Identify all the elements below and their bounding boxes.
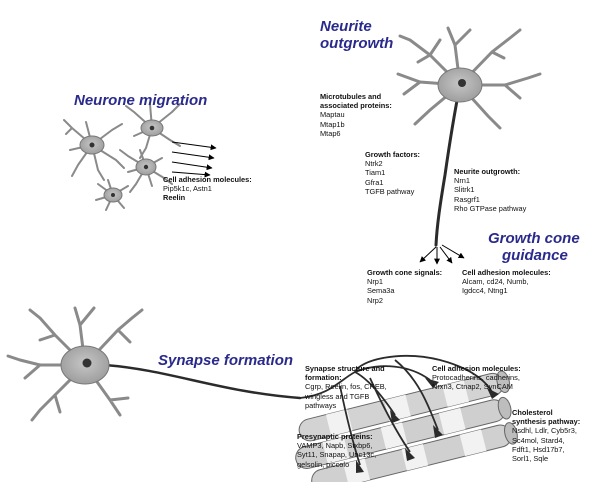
presynaptic-heading: Presynaptic proteins: bbox=[297, 432, 373, 441]
migration-arrow-2 bbox=[171, 151, 215, 161]
presynaptic-block: Presynaptic proteins: VAMP3, Napb, Stxbp… bbox=[297, 432, 376, 469]
guidance-adhesion-gene: Igdcc4, Ntng1 bbox=[462, 286, 508, 296]
migrating-neuron-a bbox=[63, 119, 125, 181]
migration-arrow-4 bbox=[171, 171, 211, 178]
growth-cone-guidance-title-line2: guidance bbox=[502, 247, 568, 264]
synapse-adhesion-gene: Protocadherins, cadherins, bbox=[432, 373, 520, 383]
cholesterol-heading-line1: Cholesterol bbox=[512, 408, 553, 417]
migration-arrow-3 bbox=[171, 161, 213, 171]
synapse-structure-gene: wingless and TGFB bbox=[305, 391, 370, 401]
neurite-outgrowth-gene: Rho GTPase pathway bbox=[454, 203, 527, 213]
neurite-outgrowth-title-line2: outgrowth bbox=[320, 35, 394, 52]
cholesterol-gene: Nsdhl, Ldlr, Cyb5r3, bbox=[512, 426, 577, 436]
cholesterol-heading-line2: synthesis pathway: bbox=[512, 417, 581, 427]
growth-factors-gene: Tiam1 bbox=[365, 168, 386, 178]
neurite-outgrowth-gene: Nrn1 bbox=[454, 176, 471, 186]
presynaptic-gene: VAMP3, Napb, Stxbp6, bbox=[297, 441, 373, 451]
cholesterol-gene: Sorl1, Sqle bbox=[512, 454, 549, 464]
migration-adhesion-block: Cell adhesion molecules: Pip5k1c, Astn1 … bbox=[163, 175, 252, 203]
migration-adhesion-heading: Cell adhesion molecules: bbox=[163, 175, 252, 184]
neurite-outgrowth-title-line1: Neurite bbox=[320, 18, 372, 35]
neurite-outgrowth-block: Neurite outgrowth: Nrn1 Slitrk1 Rasgrf1 … bbox=[454, 167, 526, 213]
migration-reelin: Reelin bbox=[163, 193, 186, 203]
synapse-structure-block: Synapse structure and formation: Cgrp, R… bbox=[305, 364, 387, 410]
cholesterol-gene: Sc4mol, Stard4, bbox=[512, 435, 565, 445]
growth-cone-guidance-title-line1: Growth cone bbox=[488, 230, 580, 247]
neurite-outgrowth-title: Neurite outgrowth bbox=[320, 18, 393, 52]
microtubules-gene: Mtap1b bbox=[320, 119, 345, 129]
microtubules-gene: Mtap6 bbox=[320, 128, 341, 138]
synapse-structure-heading-line2: formation: bbox=[305, 373, 342, 383]
growth-cone-arrow-4 bbox=[441, 244, 465, 259]
cholesterol-block: Cholesterol synthesis pathway: Nsdhl, Ld… bbox=[512, 408, 580, 463]
neurone-migration-title: Neurone migration bbox=[74, 92, 208, 109]
synapse-adhesion-gene: Nrxn3, Ctnap2, SynCAM bbox=[432, 382, 513, 392]
growth-factors-block: Growth factors: Ntrk2 Tiam1 Gfra1 TGFB p… bbox=[365, 150, 420, 196]
growth-cone-arrow-1 bbox=[419, 246, 437, 263]
growth-cone-signals-block: Growth cone signals: Nrp1 Sema3a Nrp2 bbox=[367, 268, 442, 305]
guidance-adhesion-block: Cell adhesion molecules: Alcam, cd24, Nu… bbox=[462, 268, 551, 296]
synapse-formation-title: Synapse formation bbox=[158, 352, 294, 369]
microtubules-block: Microtubules and associated proteins: Ma… bbox=[320, 92, 392, 138]
guidance-adhesion-gene: Alcam, cd24, Numb, bbox=[462, 277, 529, 287]
neurite-outgrowth-gene: Slitrk1 bbox=[454, 185, 475, 195]
cholesterol-gene: Fdft1, Hsd17b7, bbox=[512, 444, 565, 454]
microtubules-gene: Maptau bbox=[320, 110, 345, 120]
growth-factors-heading: Growth factors: bbox=[365, 150, 421, 159]
synapse-structure-gene: Cgrp, Reelin, fos, CREB, bbox=[305, 382, 387, 392]
migration-arrow-1 bbox=[171, 141, 217, 151]
microtubules-heading-line2: associated proteins: bbox=[320, 101, 392, 111]
neurite-outgrowth-gene: Rasgrf1 bbox=[454, 194, 480, 204]
growth-factors-gene: Ntrk2 bbox=[365, 159, 383, 169]
microtubules-heading-line1: Microtubules and bbox=[320, 92, 382, 101]
migrating-neuron-c bbox=[119, 149, 173, 193]
growth-cone-signals-heading: Growth cone signals: bbox=[367, 268, 443, 277]
growth-cone-signals-gene: Sema3a bbox=[367, 286, 395, 296]
presynaptic-gene: gelsolin, piccolo bbox=[297, 459, 350, 469]
migrating-neuron-d bbox=[95, 179, 129, 211]
growth-factors-gene: TGFB pathway bbox=[365, 186, 415, 196]
growth-cone-guidance-title: Growth cone guidance bbox=[488, 230, 580, 264]
migration-adhesion-genes: Pip5k1c, Astn1 bbox=[163, 184, 212, 194]
migrating-neuron-b bbox=[125, 103, 181, 159]
growth-cone-signals-gene: Nrp2 bbox=[367, 295, 384, 305]
synapse-structure-heading-line1: Synapse structure and bbox=[305, 364, 385, 373]
axon-branches bbox=[299, 355, 493, 466]
guidance-adhesion-heading: Cell adhesion molecules: bbox=[462, 268, 551, 277]
growth-cone-signals-gene: Nrp1 bbox=[367, 277, 384, 287]
synapse-adhesion-heading: Cell adhesion molecules: bbox=[432, 364, 521, 373]
presynaptic-gene: Syt11, Snapap, Unc13c, bbox=[297, 450, 377, 460]
growth-factors-gene: Gfra1 bbox=[365, 177, 384, 187]
synaptic-terminals bbox=[356, 378, 499, 473]
synapse-structure-gene: pathways bbox=[305, 400, 337, 410]
growth-cone-arrows bbox=[419, 244, 465, 265]
outgrowth-neuron bbox=[396, 26, 542, 247]
neurite-outgrowth-heading: Neurite outgrowth: bbox=[454, 167, 521, 176]
synapse-neuron bbox=[6, 306, 302, 422]
synapse-adhesion-block: Cell adhesion molecules: Protocadherins,… bbox=[432, 364, 521, 392]
growth-cone-arrow-3 bbox=[439, 246, 453, 264]
migration-arrows bbox=[171, 141, 217, 178]
